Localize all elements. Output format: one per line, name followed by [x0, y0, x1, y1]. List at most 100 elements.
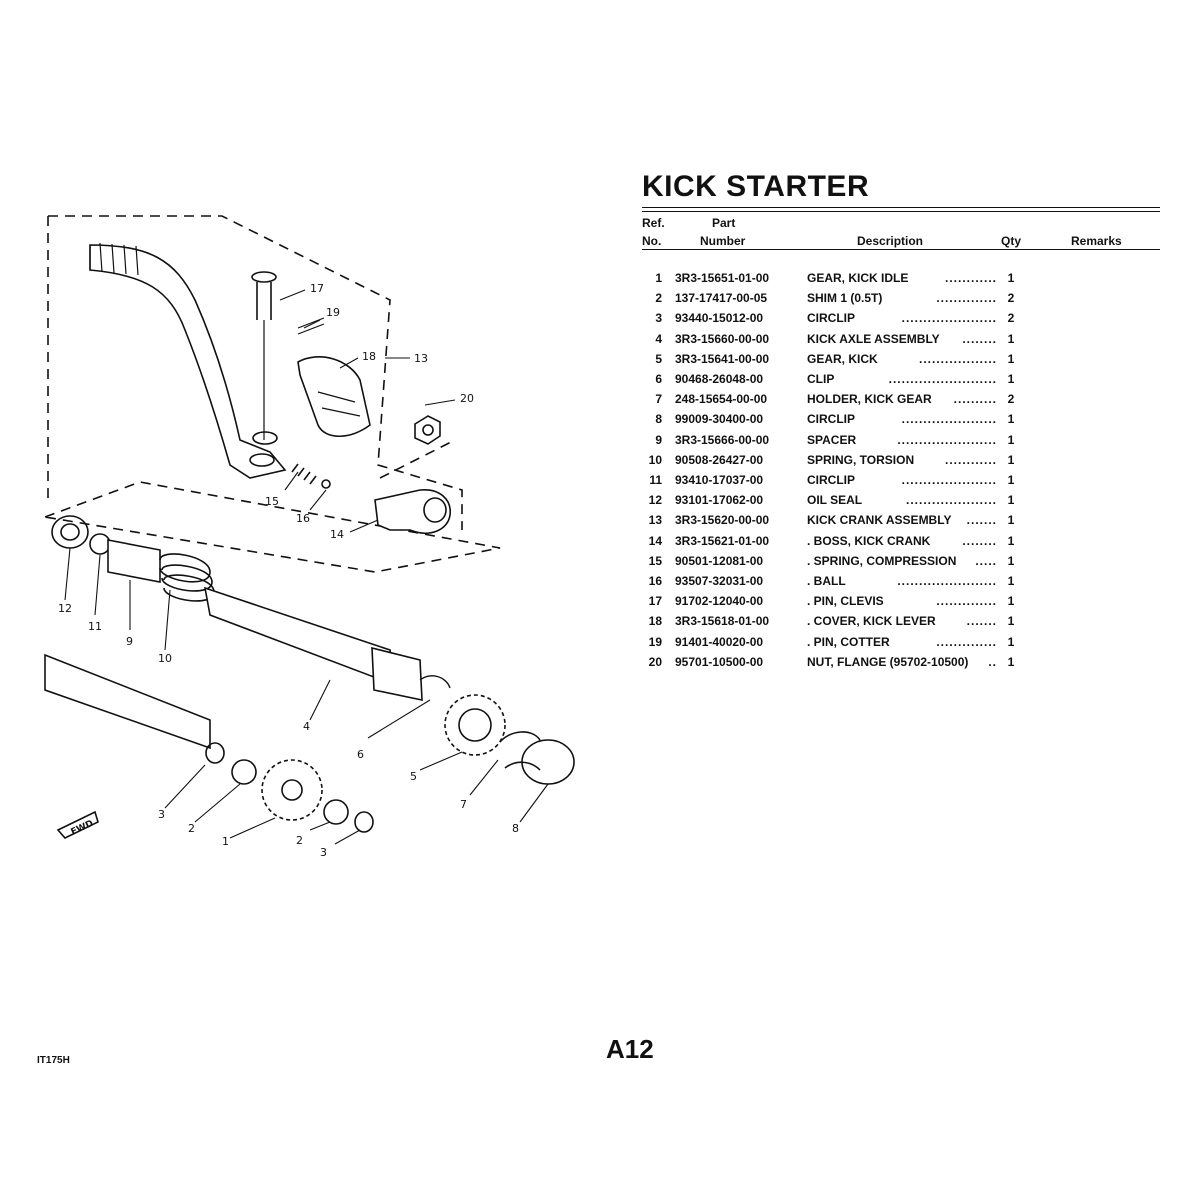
qty: 1 — [1007, 634, 1015, 649]
ref-no: 18 — [648, 614, 662, 629]
ref-no: 6 — [655, 372, 662, 386]
ref-no: 5 — [655, 351, 662, 366]
qty: 1 — [1007, 594, 1015, 609]
spacer — [107, 539, 161, 583]
description: HOLDER, KICK GEAR — [807, 392, 932, 407]
flange-nut — [414, 415, 441, 445]
header-part-bottom: Number — [700, 234, 746, 248]
callout-15: 15 — [265, 495, 279, 508]
ref-no: 20 — [648, 654, 662, 669]
circlip-3 — [205, 742, 225, 764]
part-number: 3R3-15621-01-00 — [675, 533, 770, 548]
part-number: 3R3-15620-00-00 — [675, 513, 770, 528]
kick-axle-boundary — [44, 481, 501, 573]
qty: 1 — [1007, 493, 1015, 508]
ref-no: 17 — [648, 594, 662, 609]
description: SPACER — [807, 432, 857, 447]
ref-no: 13 — [648, 513, 662, 528]
leader-dots: ....................... — [897, 574, 997, 588]
callout-4: 4 — [303, 720, 310, 733]
callout-19: 19 — [326, 306, 340, 319]
fwd-arrow — [56, 810, 99, 839]
fwd-label: FWD — [69, 819, 95, 838]
callout-3b: 3 — [320, 846, 327, 859]
description: . BOSS, KICK CRANK — [807, 533, 931, 548]
clevis-pin-head — [251, 271, 277, 283]
description: SPRING, TORSION — [807, 452, 915, 467]
leader-dots: ....... — [966, 614, 997, 629]
callout-6: 6 — [357, 748, 364, 761]
shim-2b — [323, 799, 349, 825]
description: . PIN, COTTER — [807, 634, 890, 649]
leader-dots: .................. — [918, 351, 997, 366]
ref-no: 12 — [648, 493, 662, 508]
callout-13: 13 — [414, 352, 428, 365]
leader-dots: ..... — [975, 553, 997, 568]
description: . PIN, CLEVIS — [807, 594, 884, 609]
qty: 1 — [1007, 574, 1015, 588]
part-number: 90501-12081-00 — [675, 553, 764, 568]
header-ref-bottom: No. — [642, 234, 662, 248]
part-number: 3R3-15651-01-00 — [675, 271, 770, 285]
description: . SPRING, COMPRESSION — [807, 553, 957, 568]
part-number: 93507-32031-00 — [675, 574, 764, 588]
callout-8: 8 — [512, 822, 519, 835]
leader-dots: ...................... — [901, 412, 997, 427]
part-number: 248-15654-00-00 — [675, 392, 768, 407]
callout-14: 14 — [330, 528, 344, 541]
header-rule — [642, 249, 1160, 250]
leader-dots: ............ — [944, 271, 997, 285]
part-number: 3R3-15660-00-00 — [675, 331, 770, 346]
leader-dots: .............. — [936, 634, 997, 649]
ref-no: 9 — [655, 432, 662, 447]
description: . COVER, KICK LEVER — [807, 614, 936, 629]
callout-10: 10 — [158, 652, 172, 665]
ref-no: 15 — [648, 553, 662, 568]
callout-16: 16 — [296, 512, 310, 525]
compression-spring — [291, 463, 317, 485]
callout-9: 9 — [126, 635, 133, 648]
circlip-3b — [354, 811, 374, 833]
part-number: 3R3-15641-00-00 — [675, 351, 770, 366]
callout-5: 5 — [410, 770, 417, 783]
description: GEAR, KICK IDLE — [807, 271, 909, 285]
qty: 1 — [1007, 654, 1015, 669]
leader-dots: ....................... — [897, 432, 997, 447]
callout-17: 17 — [310, 282, 324, 295]
qty: 1 — [1007, 351, 1015, 366]
callout-2: 2 — [188, 822, 195, 835]
title-rule-2 — [642, 211, 1160, 212]
header-ref-top: Ref. — [642, 216, 665, 230]
ref-no: 4 — [655, 331, 662, 346]
part-number: 91401-40020-00 — [675, 634, 764, 649]
qty: 2 — [1007, 291, 1015, 306]
qty: 2 — [1007, 392, 1015, 407]
leader-dots: ........ — [962, 533, 997, 548]
qty: 1 — [1007, 412, 1015, 427]
leader-dots: .. — [988, 654, 997, 669]
part-number: 95701-10500-00 — [675, 654, 764, 669]
qty: 2 — [1007, 311, 1015, 326]
qty: 1 — [1007, 473, 1015, 487]
leader-dots: .......... — [953, 392, 997, 407]
description: . BALL — [807, 574, 846, 588]
callout-3: 3 — [158, 808, 165, 821]
kick-crank-boss — [374, 489, 451, 534]
description: KICK AXLE ASSEMBLY — [807, 331, 940, 346]
qty: 1 — [1007, 614, 1015, 629]
description: OIL SEAL — [807, 493, 863, 508]
description: KICK CRANK ASSEMBLY — [807, 513, 952, 528]
ref-no: 1 — [655, 271, 662, 285]
leader-dots: ...................... — [901, 473, 997, 487]
